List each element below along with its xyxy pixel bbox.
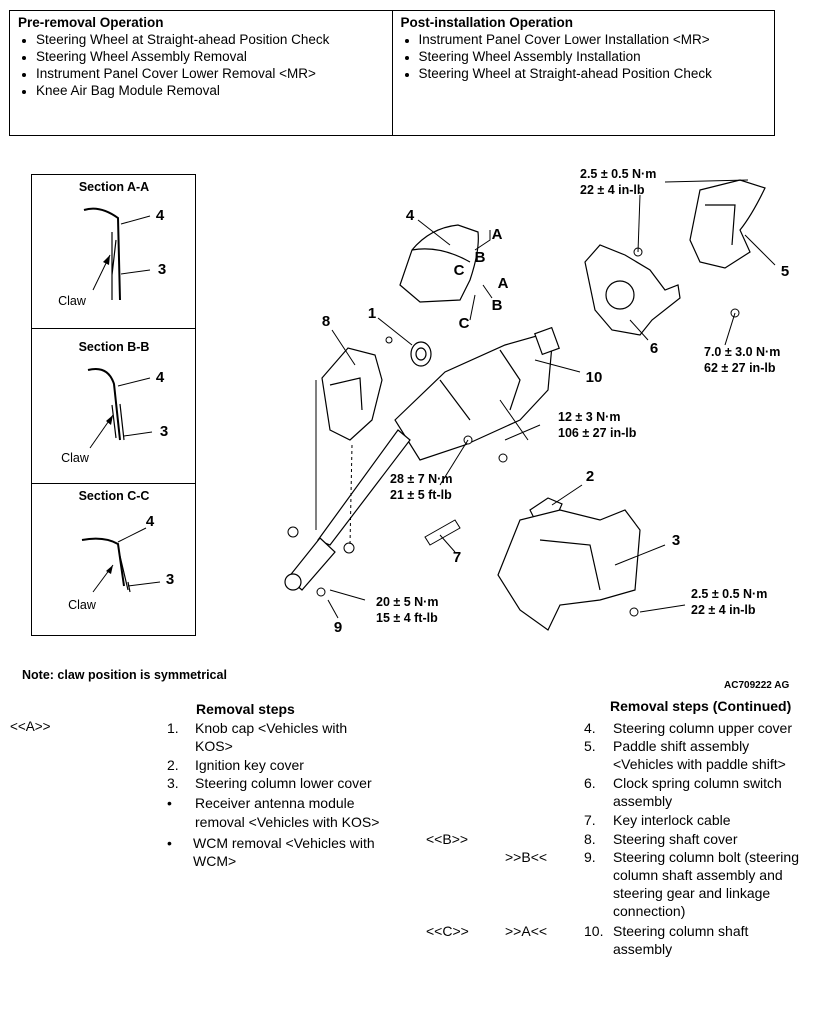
section-c-title: Section C-C bbox=[79, 489, 150, 503]
torque-3-metric: 12 ± 3 N·m bbox=[558, 410, 620, 424]
clock-spring-part bbox=[584, 244, 681, 336]
list-item: Steering Wheel Assembly Installation bbox=[419, 48, 767, 65]
section-c: Section C-C 4 3 Claw bbox=[68, 489, 174, 612]
pre-removal-column: Pre-removal Operation Steering Wheel at … bbox=[10, 11, 392, 135]
callout-8: 8 bbox=[322, 313, 330, 330]
section-b-label-3: 3 bbox=[160, 423, 168, 440]
section-b-title: Section B-B bbox=[79, 340, 150, 354]
callout-3: 3 bbox=[672, 532, 680, 549]
section-a-claw: Claw bbox=[58, 294, 87, 308]
list-item: Instrument Panel Cover Lower Installatio… bbox=[419, 31, 767, 48]
lower-cover-part bbox=[497, 509, 641, 631]
arrow-letter-b: B bbox=[475, 249, 486, 266]
section-a-label-4: 4 bbox=[156, 207, 165, 224]
symmetry-note: Note: claw position is symmetrical bbox=[22, 668, 227, 682]
torque-specs: 2.5 ± 0.5 N·m 22 ± 4 in-lb 7.0 ± 3.0 N·m… bbox=[376, 167, 780, 625]
torque-3-imperial: 106 ± 27 in-lb bbox=[558, 426, 637, 440]
callout-4: 4 bbox=[406, 207, 415, 224]
knob-cap-part bbox=[410, 341, 432, 367]
section-a-label-3: 3 bbox=[158, 261, 166, 278]
callouts: 1 2 3 4 5 6 7 8 9 10 bbox=[322, 207, 789, 636]
torque-6-metric: 2.5 ± 0.5 N·m bbox=[691, 587, 767, 601]
callout-1: 1 bbox=[368, 305, 376, 322]
step-tag: >>B<< bbox=[505, 849, 548, 865]
callout-9: 9 bbox=[334, 619, 342, 636]
section-c-claw: Claw bbox=[68, 598, 97, 612]
torque-5-metric: 20 ± 5 N·m bbox=[376, 595, 438, 609]
section-b-claw: Claw bbox=[61, 451, 90, 465]
list-item: Steering Wheel at Straight-ahead Positio… bbox=[36, 31, 384, 48]
leader-lines bbox=[315, 179, 776, 619]
operations-table: Pre-removal Operation Steering Wheel at … bbox=[9, 10, 775, 136]
fasteners bbox=[287, 247, 740, 617]
section-b-label-4: 4 bbox=[156, 369, 165, 386]
section-a: Section A-A 4 3 Claw bbox=[58, 180, 166, 308]
section-c-label-4: 4 bbox=[146, 513, 155, 530]
post-installation-title: Post-installation Operation bbox=[400, 15, 574, 30]
step-tag: <<B>> bbox=[426, 831, 469, 847]
exploded-diagram: Section A-A 4 3 Claw Section B-B 4 3 Cla… bbox=[31, 167, 789, 636]
torque-1-metric: 2.5 ± 0.5 N·m bbox=[580, 167, 656, 181]
right-steps-header: Removal steps (Continued) bbox=[610, 698, 792, 714]
section-arrows: A B C A B C bbox=[454, 226, 509, 332]
paddle-shift-part bbox=[689, 179, 766, 269]
torque-4-metric: 28 ± 7 N·m bbox=[390, 472, 452, 486]
post-installation-column: Post-installation Operation Instrument P… bbox=[391, 11, 775, 135]
torque-6-imperial: 22 ± 4 in-lb bbox=[691, 603, 756, 617]
pre-removal-list: Steering Wheel at Straight-ahead Positio… bbox=[18, 31, 384, 99]
callout-10: 10 bbox=[586, 369, 603, 386]
left-step-tag: <<A>> bbox=[10, 719, 51, 734]
step-tag: >>A<< bbox=[505, 923, 548, 939]
callout-2: 2 bbox=[586, 468, 594, 485]
upper-cover-part bbox=[399, 224, 479, 303]
column-shaft-part bbox=[394, 326, 560, 461]
step-tag: <<C>> bbox=[426, 923, 469, 939]
torque-4-imperial: 21 ± 5 ft-lb bbox=[390, 488, 452, 502]
section-c-label-3: 3 bbox=[166, 571, 174, 588]
callout-6: 6 bbox=[650, 340, 658, 357]
list-item: Knee Air Bag Module Removal bbox=[36, 82, 384, 99]
list-item: Steering Wheel Assembly Removal bbox=[36, 48, 384, 65]
left-steps-header: Removal steps bbox=[196, 701, 295, 717]
torque-1-imperial: 22 ± 4 in-lb bbox=[580, 183, 645, 197]
arrow-letter-a: A bbox=[492, 226, 503, 243]
callout-5: 5 bbox=[781, 263, 789, 280]
steering-shaft-part bbox=[284, 429, 411, 591]
torque-5-imperial: 15 ± 4 ft-lb bbox=[376, 611, 438, 625]
list-item: Instrument Panel Cover Lower Removal <MR… bbox=[36, 65, 384, 82]
section-boxes bbox=[31, 174, 196, 636]
section-b: Section B-B 4 3 Claw bbox=[61, 340, 168, 465]
post-installation-list: Instrument Panel Cover Lower Installatio… bbox=[401, 31, 767, 82]
pre-removal-title: Pre-removal Operation bbox=[18, 15, 164, 30]
section-a-title: Section A-A bbox=[79, 180, 149, 194]
figure-code: AC709222 AG bbox=[724, 680, 790, 691]
arrow-letter-a: A bbox=[498, 275, 509, 292]
torque-2-imperial: 62 ± 27 in-lb bbox=[704, 361, 776, 375]
torque-2-metric: 7.0 ± 3.0 N·m bbox=[704, 345, 780, 359]
shaft-cover-part bbox=[321, 347, 383, 441]
arrow-letter-c: C bbox=[454, 262, 465, 279]
arrow-letter-c: C bbox=[459, 315, 470, 332]
arrow-letter-b: B bbox=[492, 297, 503, 314]
callout-7: 7 bbox=[453, 549, 461, 566]
list-item: Steering Wheel at Straight-ahead Positio… bbox=[419, 65, 767, 82]
